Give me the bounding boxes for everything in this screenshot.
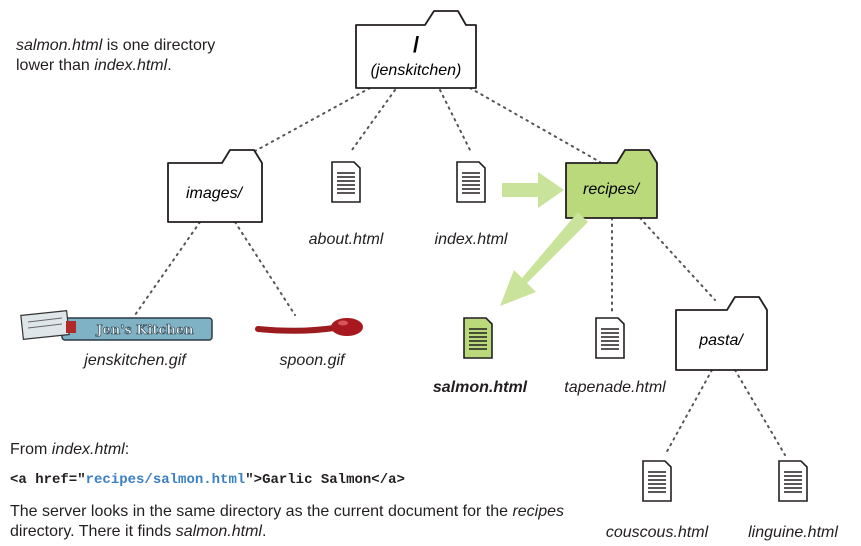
linguine-document-icon bbox=[778, 460, 808, 502]
about-document-icon bbox=[331, 161, 361, 203]
tapenade-caption: tapenade.html bbox=[564, 379, 666, 396]
connector-pasta-linguine bbox=[734, 369, 786, 456]
explanation-salmon: salmon.html bbox=[175, 523, 262, 540]
images-folder-label: images/ bbox=[186, 185, 244, 202]
from-suffix: : bbox=[124, 441, 130, 458]
from-file: index.html bbox=[51, 441, 125, 458]
root-folder-name: / bbox=[413, 32, 419, 57]
index-document-icon bbox=[456, 161, 486, 203]
code-href-value: recipes/salmon.html bbox=[85, 472, 246, 488]
from-line: From index.html: bbox=[10, 440, 129, 460]
spoon-image bbox=[255, 318, 363, 336]
path-arrows bbox=[500, 172, 588, 306]
couscous-caption: couscous.html bbox=[605, 524, 709, 541]
explanation-recipes: recipes bbox=[512, 503, 565, 520]
intro-salmon-file: salmon.html bbox=[16, 37, 103, 54]
about-caption: about.html bbox=[308, 231, 384, 248]
recipes-folder: recipes/ bbox=[565, 149, 658, 219]
tapenade-document-icon bbox=[595, 317, 625, 359]
recipes-folder-label: recipes/ bbox=[583, 181, 641, 198]
jenskitchen-logo-image: Jen's Kitchen bbox=[20, 310, 213, 341]
connector-images-spoon bbox=[234, 221, 296, 316]
images-folder: images/ bbox=[167, 149, 263, 223]
explanation-part3: directory. There it finds bbox=[10, 523, 176, 540]
from-prefix: From bbox=[10, 441, 52, 458]
index-caption: index.html bbox=[434, 231, 508, 248]
intro-index-file: index.html bbox=[94, 57, 168, 74]
code-snippet: <a href="recipes/salmon.html">Garlic Sal… bbox=[10, 472, 405, 488]
pasta-folder-label: pasta/ bbox=[698, 332, 744, 349]
jenskitchen-caption: jenskitchen.gif bbox=[84, 352, 186, 369]
code-open: <a href=" bbox=[10, 472, 86, 488]
arrow-recipes-to-salmon bbox=[500, 212, 588, 306]
connector-images-jenskitchen bbox=[134, 221, 201, 316]
connector-root-index bbox=[439, 89, 471, 151]
linguine-caption: linguine.html bbox=[748, 524, 838, 541]
code-close: ">Garlic Salmon</a> bbox=[245, 472, 405, 488]
couscous-document-icon bbox=[642, 460, 672, 502]
explanation-end: . bbox=[261, 523, 267, 540]
connector-root-recipes bbox=[469, 87, 601, 163]
intro-text: salmon.html is one directory lower than … bbox=[16, 36, 216, 76]
arrow-index-to-recipes bbox=[502, 172, 564, 208]
connector-recipes-pasta bbox=[639, 217, 716, 301]
root-folder: / (jenskitchen) bbox=[355, 10, 477, 89]
connector-root-about bbox=[351, 89, 396, 151]
explanation-text: The server looks in the same directory a… bbox=[10, 502, 580, 542]
intro-middle: is one directory lower than bbox=[16, 37, 216, 74]
salmon-caption: salmon.html bbox=[432, 379, 528, 396]
connector-root-images bbox=[234, 87, 371, 163]
spoon-caption: spoon.gif bbox=[279, 352, 345, 369]
salmon-document-icon bbox=[463, 317, 493, 359]
intro-end: . bbox=[167, 57, 172, 74]
jenskitchen-logo-text: Jen's Kitchen bbox=[95, 323, 194, 338]
explanation-part1: The server looks in the same directory a… bbox=[10, 503, 513, 520]
pasta-folder: pasta/ bbox=[675, 296, 768, 371]
root-folder-subtitle: (jenskitchen) bbox=[371, 62, 462, 79]
tree-connectors bbox=[134, 87, 786, 456]
